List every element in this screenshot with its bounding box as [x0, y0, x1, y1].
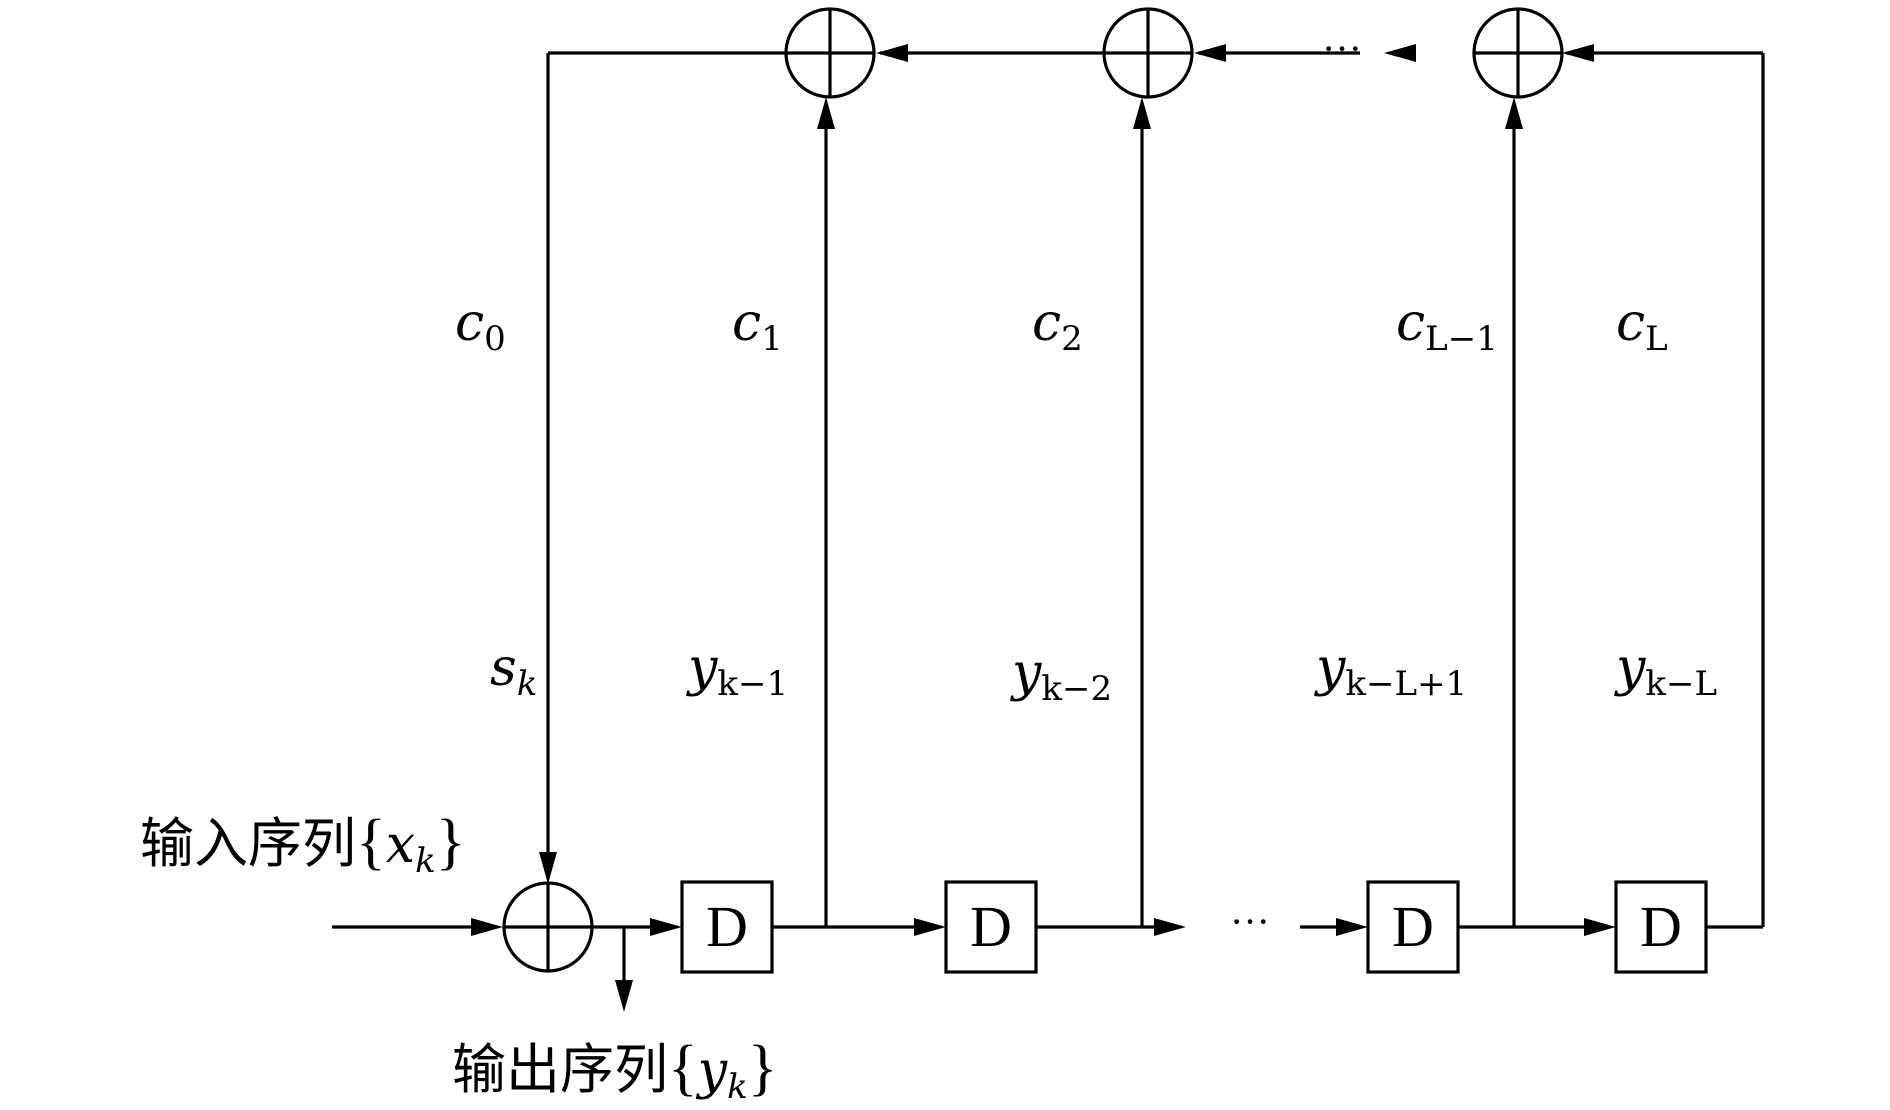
signal-label-yk-1: yk−1	[686, 638, 788, 704]
signal-label-yk-l: yk−L	[1614, 638, 1717, 704]
xor-adder-l	[1472, 7, 1564, 99]
arrow-up	[1505, 97, 1523, 129]
output-sequence-label: 输出序列{yk}	[452, 1034, 778, 1107]
signal-label-yk-2: yk−2	[1010, 643, 1112, 709]
arrow-up	[1133, 97, 1151, 129]
delay-label: D	[970, 894, 1012, 959]
coef-label-c2: c2	[1032, 293, 1083, 359]
xor-adder-input	[502, 881, 594, 973]
arrow-right	[471, 918, 503, 936]
delay-label: D	[1392, 894, 1434, 959]
arrow-left	[1194, 44, 1226, 62]
arrow-left	[1562, 44, 1594, 62]
ellipsis-bottom: ···	[1230, 899, 1270, 944]
input-sequence-label: 输入序列{xk}	[140, 808, 465, 881]
delay-label: D	[706, 894, 748, 959]
delay-label: D	[1640, 894, 1682, 959]
ellipsis-top: ···	[1322, 26, 1362, 71]
xor-adder-1	[784, 7, 876, 99]
coef-label-c0: c0	[455, 293, 506, 359]
coef-label-c1: c1	[732, 293, 783, 359]
xor-adder-2	[1102, 7, 1194, 99]
arrow-right	[914, 918, 946, 936]
arrow-up	[817, 97, 835, 129]
delay-box-4	[1614, 880, 1708, 974]
signal-label-sk: sk	[490, 638, 537, 704]
arrow-right	[1336, 918, 1368, 936]
arrow-right	[650, 918, 682, 936]
arrow-right	[1584, 918, 1616, 936]
arrow-down	[615, 980, 633, 1012]
delay-box-3	[1366, 880, 1460, 974]
coef-label-cl-1: cL−1	[1396, 293, 1498, 359]
coef-label-cl: cL	[1616, 293, 1668, 359]
arrow-left	[1384, 44, 1416, 62]
delay-box-2	[944, 880, 1038, 974]
arrow-down	[539, 852, 557, 884]
signal-label-yk-l1: yk−L+1	[1314, 638, 1467, 704]
arrow-left	[876, 44, 908, 62]
arrow-right	[1154, 918, 1186, 936]
